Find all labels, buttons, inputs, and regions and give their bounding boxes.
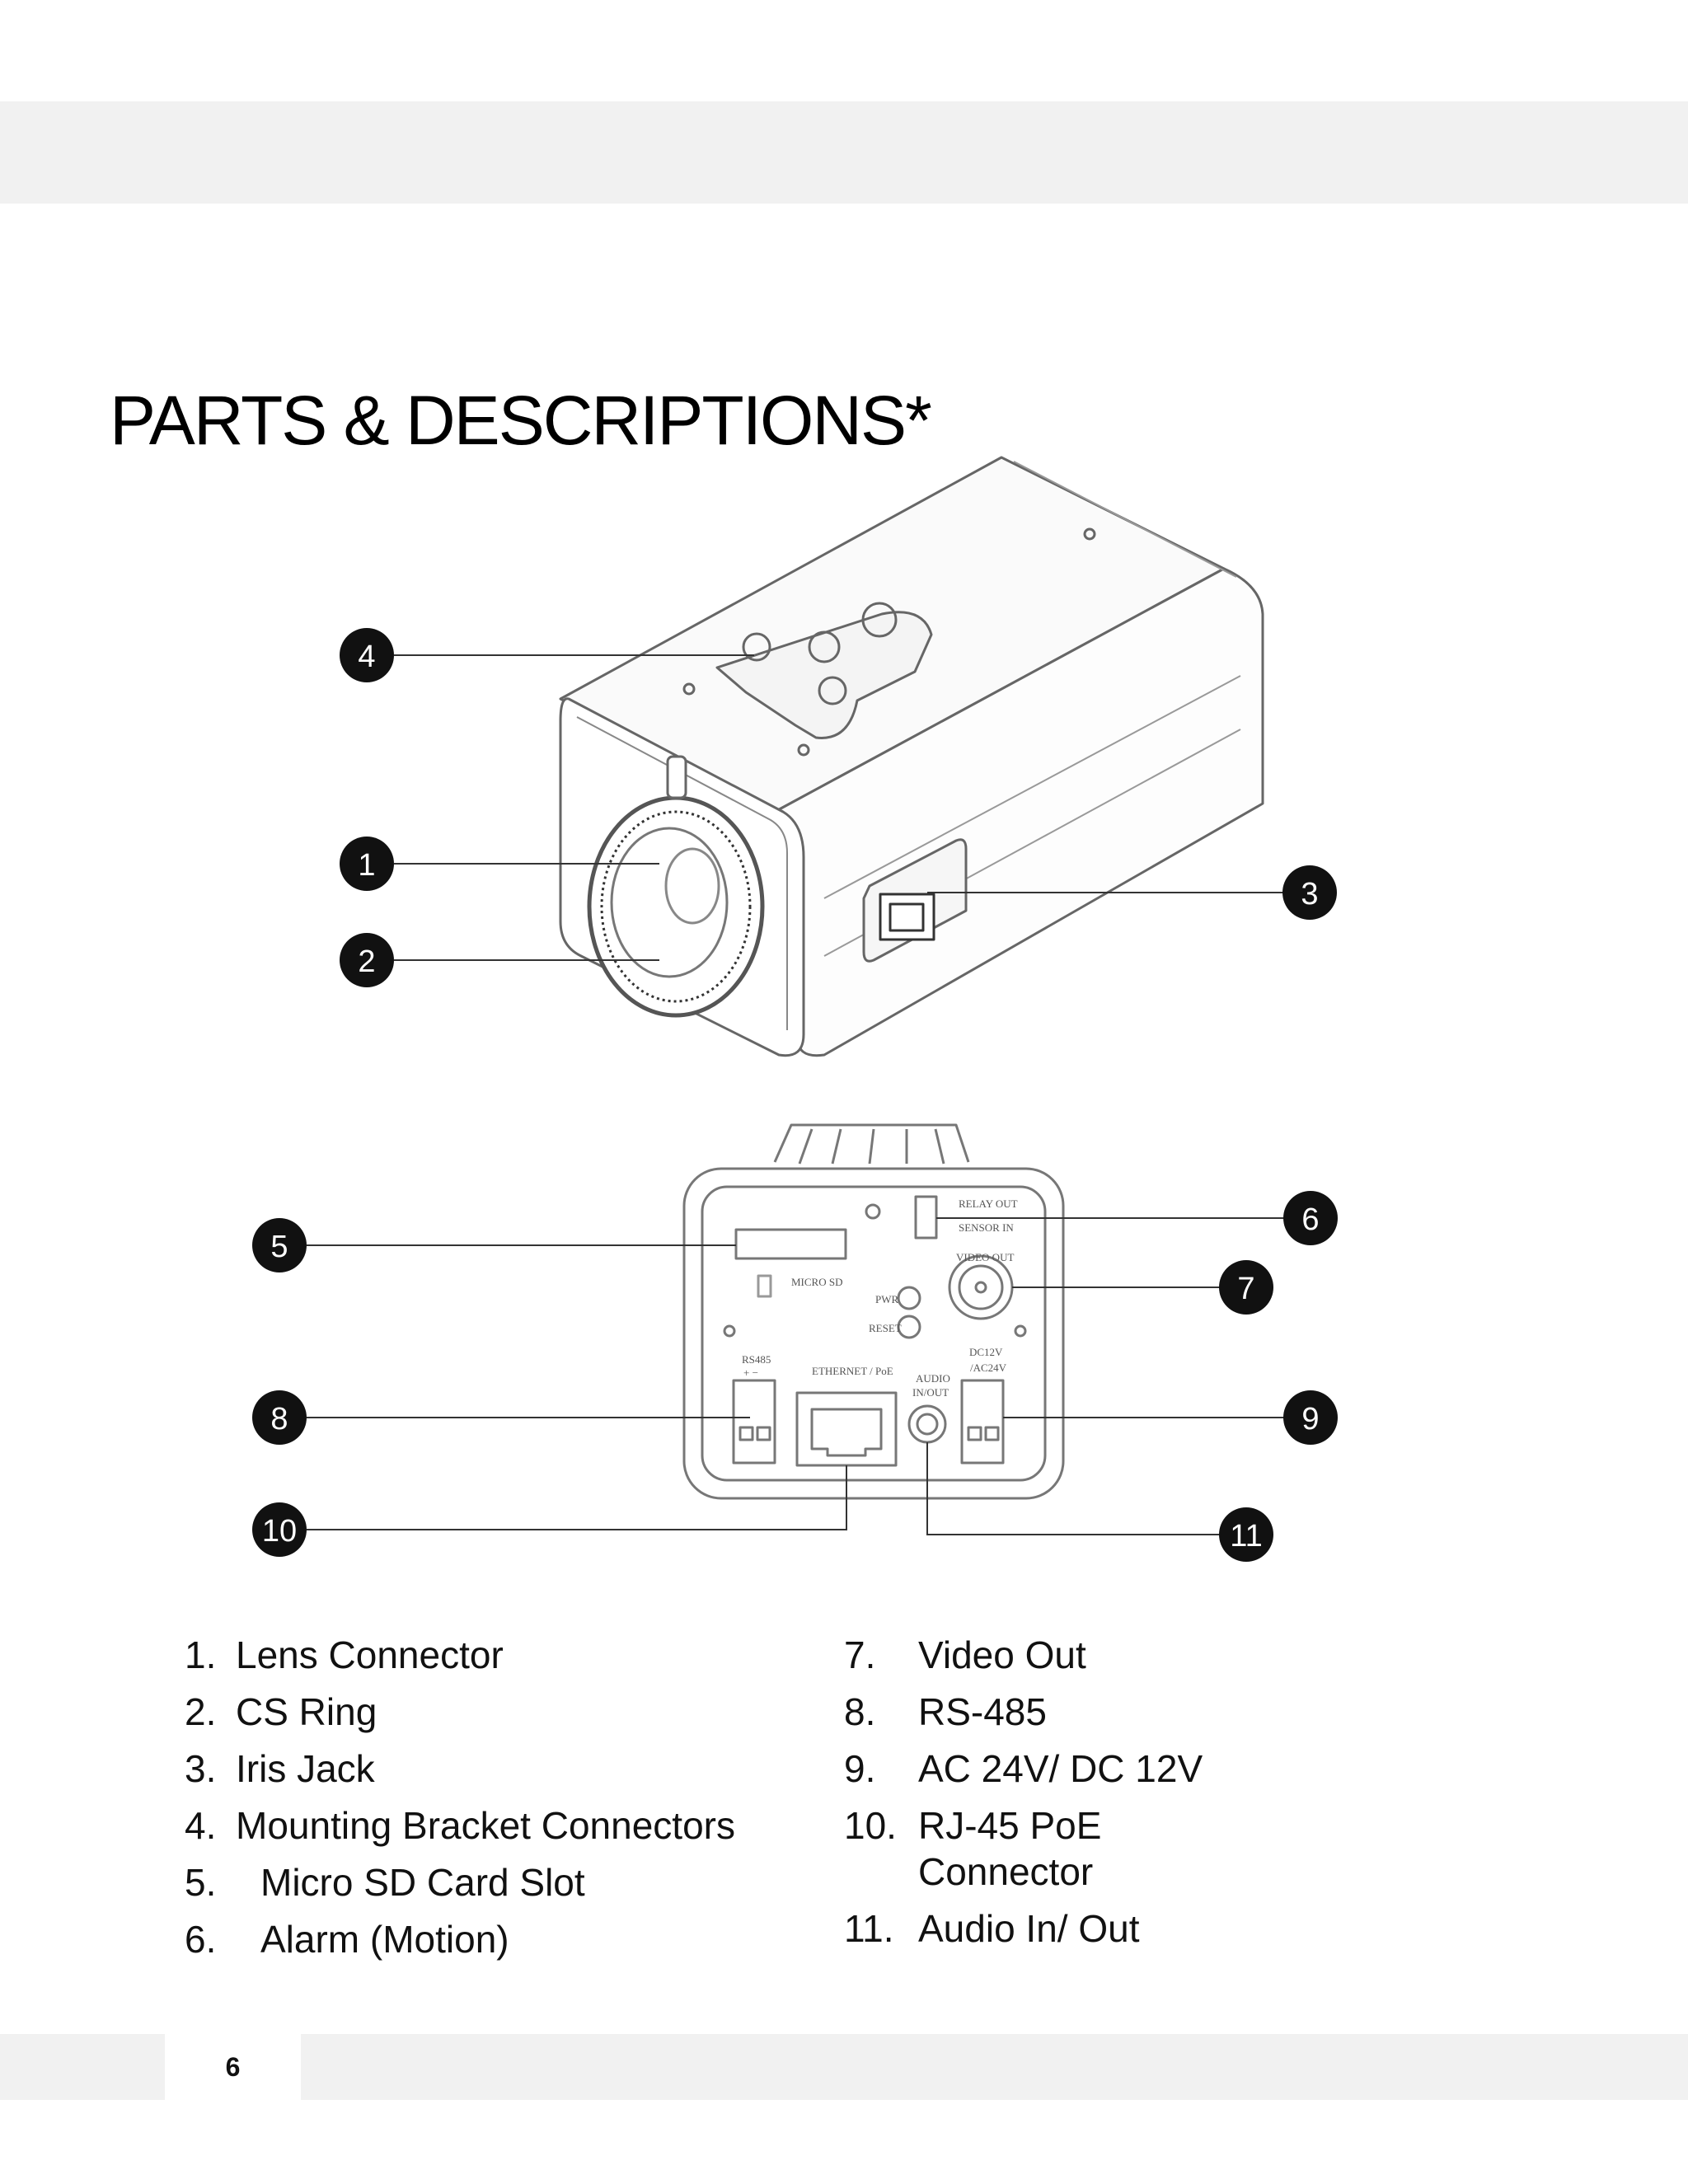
callout-6: 6 — [1283, 1191, 1338, 1245]
list-item: 9.AC 24V/ DC 12V — [844, 1747, 1203, 1790]
svg-text:8: 8 — [270, 1402, 288, 1436]
parts-list-left: 1.Lens Connector 2.CS Ring 3.Iris Jack 4… — [185, 1627, 811, 1968]
callout-8: 8 — [252, 1390, 307, 1445]
callout-9: 9 — [1283, 1390, 1338, 1445]
svg-text:5: 5 — [270, 1230, 288, 1264]
micro-sd-label: MICRO SD — [791, 1276, 843, 1288]
camera-body-illustration — [559, 456, 1264, 1057]
list-item: 3.Iris Jack — [185, 1747, 375, 1790]
audio-inout-label: IN/OUT — [912, 1386, 949, 1399]
svg-text:9: 9 — [1301, 1402, 1319, 1436]
svg-text:1: 1 — [358, 848, 375, 883]
callout-1: 1 — [340, 837, 394, 891]
relay-out-label: RELAY OUT — [959, 1197, 1018, 1210]
svg-text:10: 10 — [262, 1514, 297, 1549]
rear-panel-labels: RELAY OUT SENSOR IN VIDEO OUT MICRO SD P… — [742, 1197, 1018, 1399]
list-item: 11.Audio In/ Out — [844, 1907, 1140, 1950]
ac24v-label: /AC24V — [970, 1361, 1007, 1374]
list-item: 7.Video Out — [844, 1633, 1086, 1676]
rear-panel-illustration — [682, 1123, 1065, 1500]
list-item: 8.RS-485 — [844, 1690, 1047, 1733]
rs485-polarity-label: + − — [743, 1366, 758, 1379]
list-item: 6.Alarm (Motion) — [185, 1918, 509, 1961]
callout-3: 3 — [1282, 865, 1337, 920]
list-item: 10.RJ-45 PoE Connector — [844, 1804, 1102, 1893]
parts-list-right: 7.Video Out 8.RS-485 9.AC 24V/ DC 12V 10… — [844, 1627, 1372, 1957]
list-item: 2.CS Ring — [185, 1690, 377, 1733]
callout-7: 7 — [1219, 1260, 1273, 1315]
callout-4: 4 — [340, 628, 394, 682]
svg-text:3: 3 — [1301, 877, 1318, 912]
callout-10: 10 — [252, 1502, 307, 1557]
rs485-label: RS485 — [742, 1353, 771, 1366]
callout-2: 2 — [340, 933, 394, 987]
footer-band-left — [0, 2034, 165, 2100]
reset-label: RESET — [869, 1322, 902, 1334]
svg-text:6: 6 — [1301, 1202, 1319, 1237]
svg-text:7: 7 — [1237, 1272, 1254, 1306]
callout-11: 11 — [1219, 1507, 1273, 1562]
header-band — [0, 101, 1688, 204]
callout-5: 5 — [252, 1218, 307, 1272]
svg-text:4: 4 — [358, 640, 375, 674]
audio-label: AUDIO — [916, 1372, 950, 1385]
ethernet-label: ETHERNET / PoE — [812, 1365, 893, 1377]
page-number: 6 — [225, 2051, 241, 2082]
page-title: PARTS & DESCRIPTIONS* — [110, 382, 932, 459]
list-item: 5.Micro SD Card Slot — [185, 1861, 585, 1904]
list-item: 1.Lens Connector — [185, 1633, 504, 1676]
footer-band-right — [301, 2034, 1688, 2100]
svg-text:11: 11 — [1230, 1519, 1262, 1554]
list-item: 4.Mounting Bracket Connectors — [185, 1804, 735, 1847]
pwr-label: PWR — [875, 1293, 899, 1305]
sensor-in-label: SENSOR IN — [959, 1221, 1014, 1234]
leader-lines — [307, 654, 1308, 1535]
callout-markers: 1 2 3 4 5 6 7 8 9 10 11 — [252, 628, 1338, 1562]
video-out-label: VIDEO OUT — [956, 1251, 1014, 1263]
svg-text:2: 2 — [358, 944, 375, 979]
dc12v-label: DC12V — [969, 1346, 1003, 1358]
